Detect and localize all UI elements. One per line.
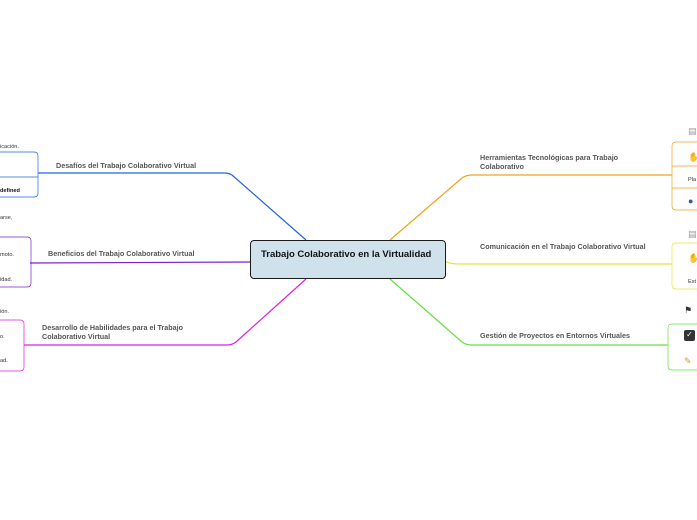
leaf-desafios-2[interactable]: defined <box>0 188 20 194</box>
flag-icon: ⚑ <box>684 305 693 315</box>
connector-gestion <box>389 278 668 346</box>
hand-icon: ✋ <box>688 152 697 162</box>
leaf-beneficios-1[interactable]: arse, <box>0 215 13 221</box>
central-topic[interactable]: Trabajo Colaborativo en la Virtualidad <box>250 240 446 279</box>
connector-comunicacion <box>445 261 672 265</box>
connector-desafios <box>38 172 307 241</box>
branch-desafios[interactable]: Desafíos del Trabajo Colaborativo Virtua… <box>56 161 197 170</box>
leaf-desarrollo-3[interactable]: ad. <box>0 358 8 364</box>
note-icon: ▤ <box>688 126 697 136</box>
connector-beneficios <box>29 261 251 264</box>
herramientas-leaf-box <box>671 141 697 211</box>
connector-desarrollo <box>24 278 307 346</box>
leaf-beneficios-3[interactable]: idad. <box>0 277 13 283</box>
branch-desarrollo[interactable]: Desarrollo de Habilidades para el Trabaj… <box>42 323 184 341</box>
desarrollo-leaf-box <box>0 319 25 372</box>
branch-herramientas[interactable]: Herramientas Tecnológicas para Trabajo C… <box>480 153 619 171</box>
people-icon: ● <box>688 196 694 206</box>
note-icon: ▤ <box>688 229 697 239</box>
leaf-beneficios-2[interactable]: moto. <box>0 252 14 258</box>
branch-comunicacion[interactable]: Comunicación en el Trabajo Colaborativo … <box>480 242 646 251</box>
leaf-desarrollo-2[interactable]: o. <box>0 334 5 340</box>
branch-beneficios[interactable]: Beneficios del Trabajo Colaborativo Virt… <box>48 249 195 258</box>
leaf-desafios-1[interactable]: icación. <box>0 144 19 150</box>
pencil-icon: ✎ <box>684 356 692 366</box>
connector-herramientas <box>389 174 672 241</box>
leaf-herramientas-1[interactable]: Pla <box>688 177 697 183</box>
hand-icon: ✋ <box>688 253 697 263</box>
comunicacion-leaf-box <box>671 242 697 290</box>
beneficios-leaf-box <box>0 236 32 288</box>
branch-gestion[interactable]: Gestión de Proyectos en Entornos Virtual… <box>480 331 631 340</box>
gestion-leaf-box <box>667 323 697 371</box>
leaf-comunicacion-1[interactable]: Ext <box>688 279 697 285</box>
desafios-leaf-box <box>0 151 39 198</box>
leaf-desarrollo-1[interactable]: ión. <box>0 309 10 315</box>
check-icon: ✓ <box>684 330 695 341</box>
